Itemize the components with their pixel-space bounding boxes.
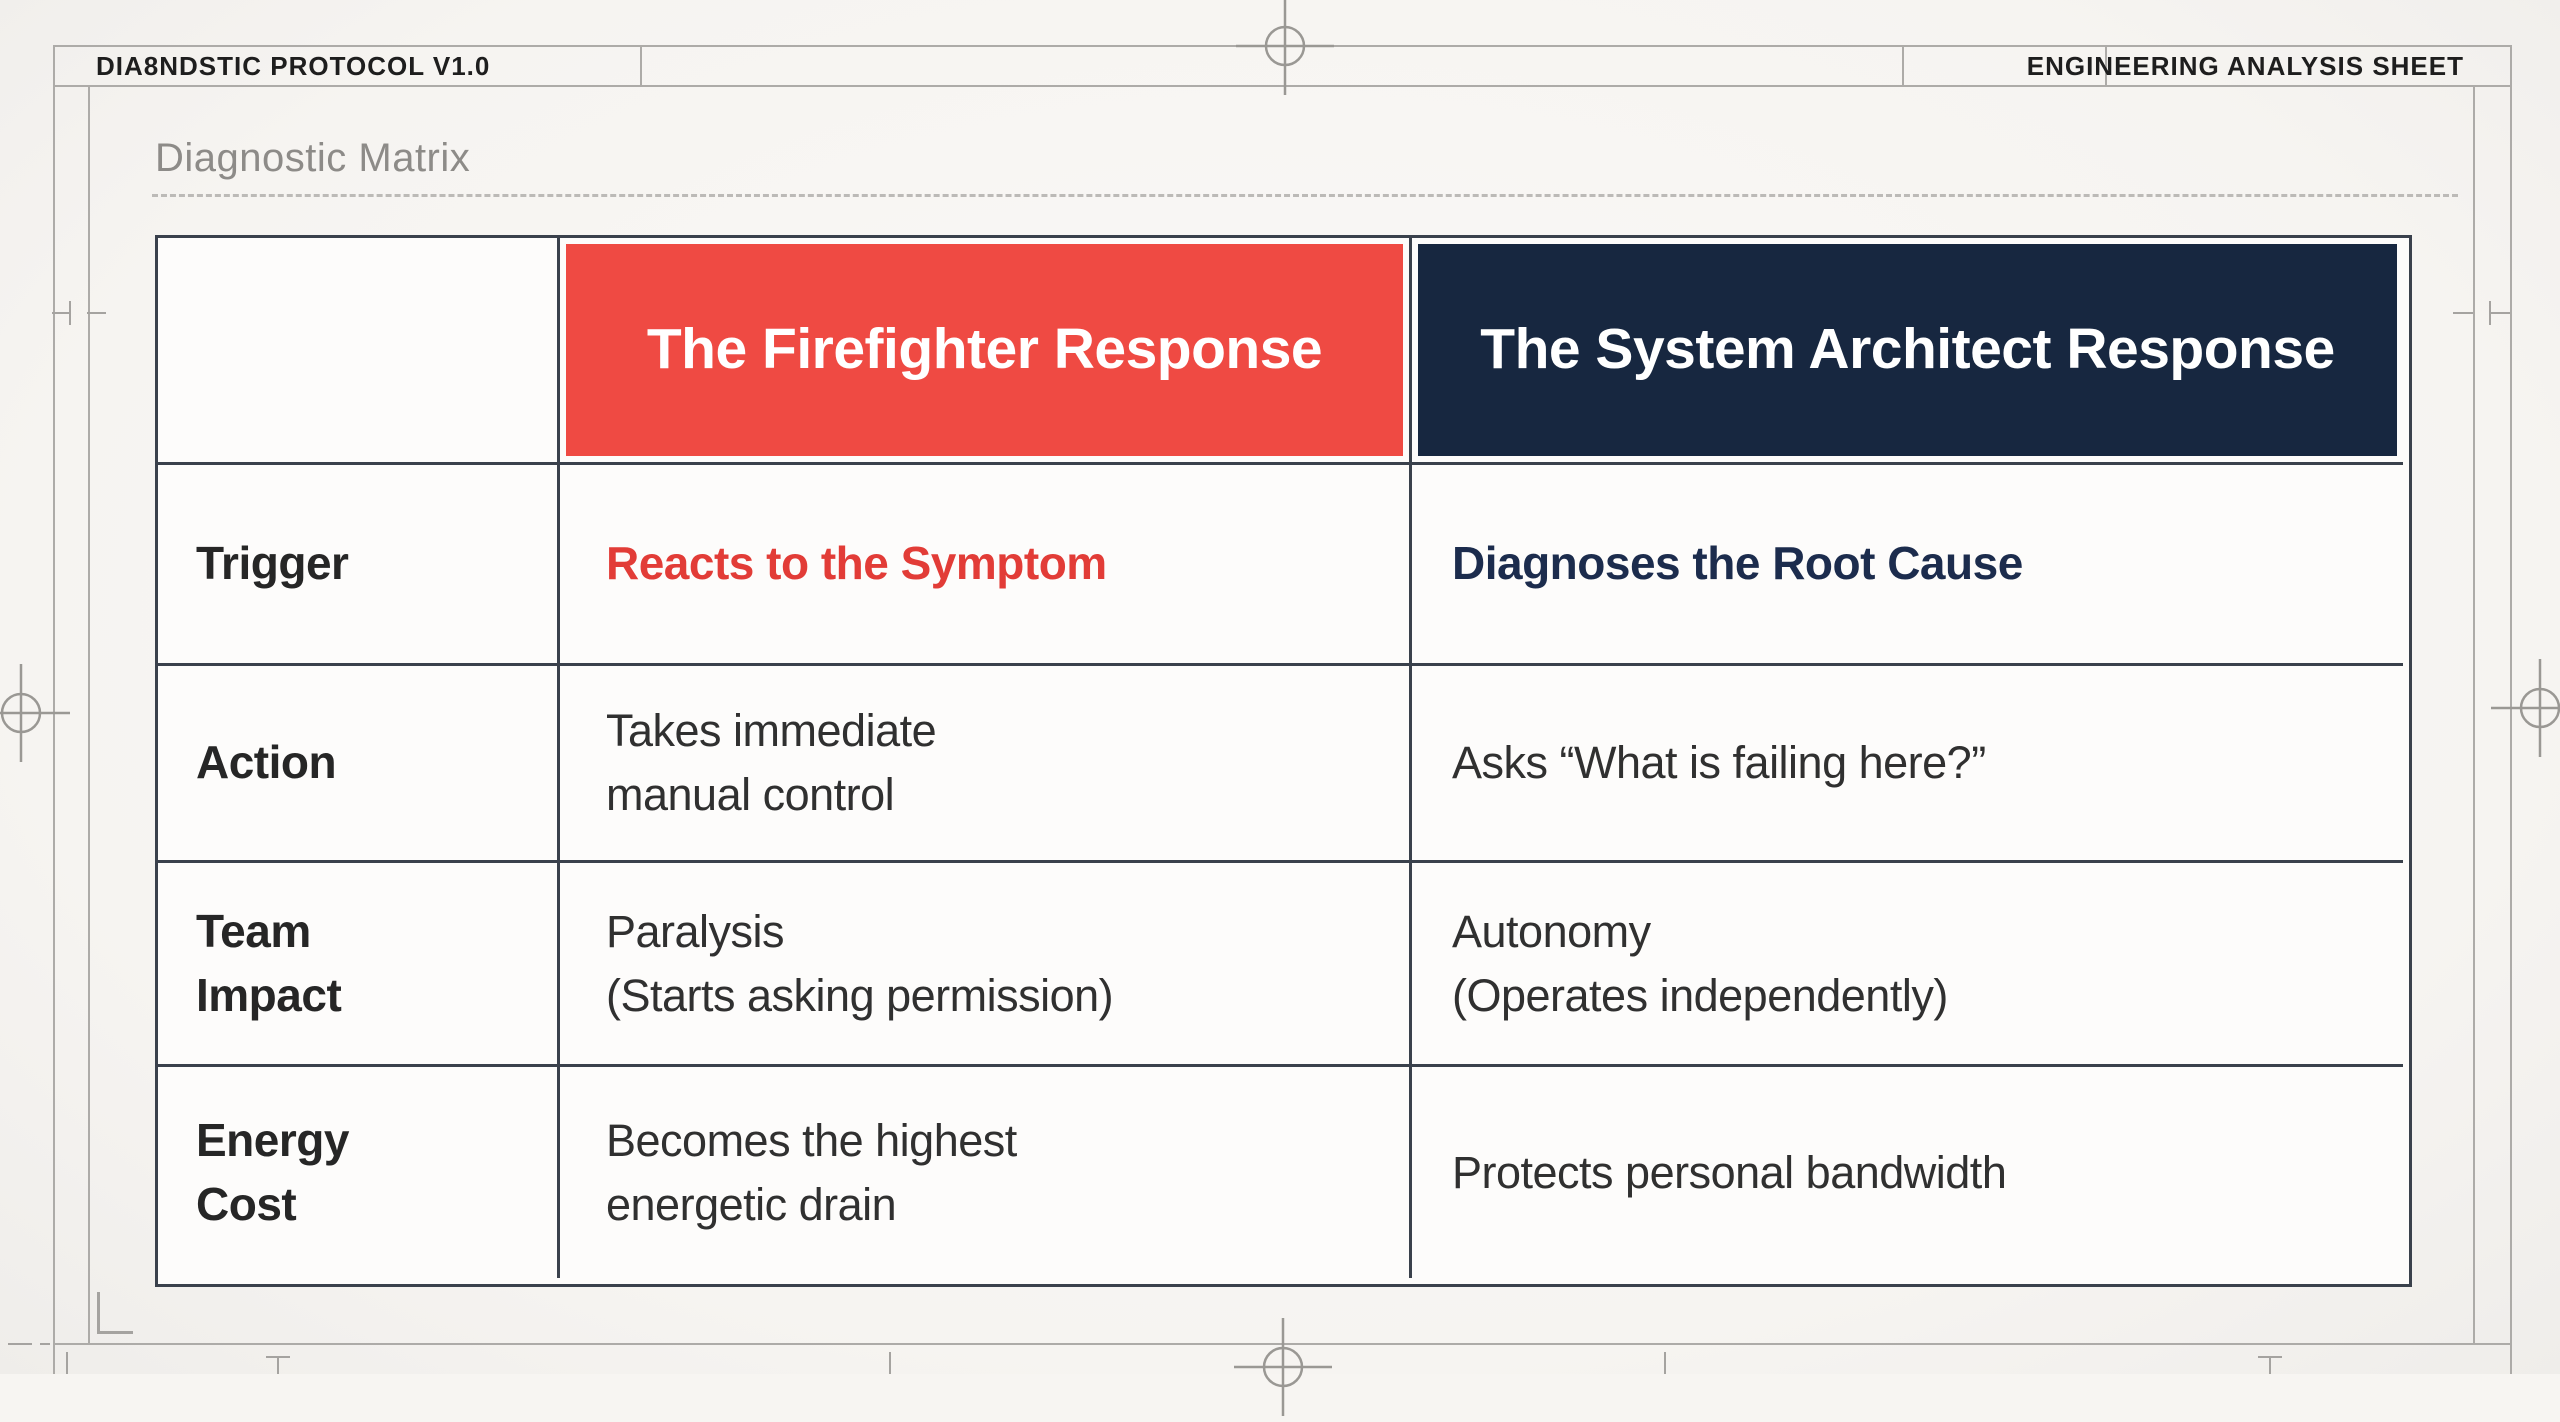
frame-line-top-inner xyxy=(53,85,2510,87)
column-header-architect-label: The System Architect Response xyxy=(1418,244,2397,456)
drafting-tick xyxy=(2490,312,2510,314)
cell-action-architect: Asks “What is failing here?” xyxy=(1412,666,2403,863)
frame-line-left-inner xyxy=(88,85,90,1343)
cell-team-impact-architect: Autonomy (Operates independently) xyxy=(1412,863,2403,1067)
drafting-tick xyxy=(2453,312,2473,314)
section-divider-dashed xyxy=(152,194,2458,197)
registration-crosshair-icon xyxy=(1228,1312,1338,1422)
drafting-tick xyxy=(52,312,70,314)
drafting-tick xyxy=(66,1352,68,1374)
frame-line-left-outer xyxy=(53,45,55,1374)
drafting-tick xyxy=(889,1352,891,1374)
sheet-title-left: DIA8NDSTIC PROTOCOL V1.0 xyxy=(96,51,491,81)
registration-crosshair-icon xyxy=(2485,653,2560,763)
row-header-energy-cost: Energy Cost xyxy=(158,1067,560,1278)
section-label: Diagnostic Matrix xyxy=(155,136,471,180)
strip-divider xyxy=(1902,45,1904,85)
sheet-title-right: ENGINEERING ANALYSIS SHEET xyxy=(2026,51,2464,81)
cell-team-impact-firefighter: Paralysis (Starts asking permission) xyxy=(560,863,1412,1067)
drafting-tick xyxy=(87,312,106,314)
row-header-team-impact: Team Impact xyxy=(158,863,560,1067)
cell-trigger-firefighter: Reacts to the Symptom xyxy=(560,465,1412,666)
drafting-tick xyxy=(40,1343,50,1345)
registration-crosshair-icon xyxy=(0,658,76,768)
frame-line-bottom xyxy=(53,1343,2510,1345)
cell-energy-cost-architect: Protects personal bandwidth xyxy=(1412,1067,2403,1278)
frame-line-right-inner xyxy=(2473,85,2475,1343)
drafting-tick xyxy=(1664,1352,1666,1374)
frame-line-right-outer xyxy=(2510,45,2512,1374)
cell-action-firefighter: Takes immediate manual control xyxy=(560,666,1412,863)
cell-energy-cost-firefighter: Becomes the highest energetic drain xyxy=(560,1067,1412,1278)
strip-divider xyxy=(2105,45,2107,85)
diagnostic-matrix-table: The Firefighter Response The System Arch… xyxy=(155,235,2412,1287)
strip-divider xyxy=(640,45,642,85)
column-header-firefighter: The Firefighter Response xyxy=(560,238,1412,465)
drafting-tick xyxy=(277,1356,279,1374)
column-header-firefighter-label: The Firefighter Response xyxy=(566,244,1403,456)
corner-mark xyxy=(97,1292,133,1334)
drafting-tick xyxy=(2269,1356,2271,1374)
row-header-trigger: Trigger xyxy=(158,465,560,666)
cell-trigger-architect: Diagnoses the Root Cause xyxy=(1412,465,2403,666)
column-header-architect: The System Architect Response xyxy=(1412,238,2403,465)
corner-cell xyxy=(158,238,560,465)
row-header-action: Action xyxy=(158,666,560,863)
drafting-tick xyxy=(69,301,71,325)
drafting-tick xyxy=(8,1343,32,1345)
registration-crosshair-icon xyxy=(1230,0,1340,101)
